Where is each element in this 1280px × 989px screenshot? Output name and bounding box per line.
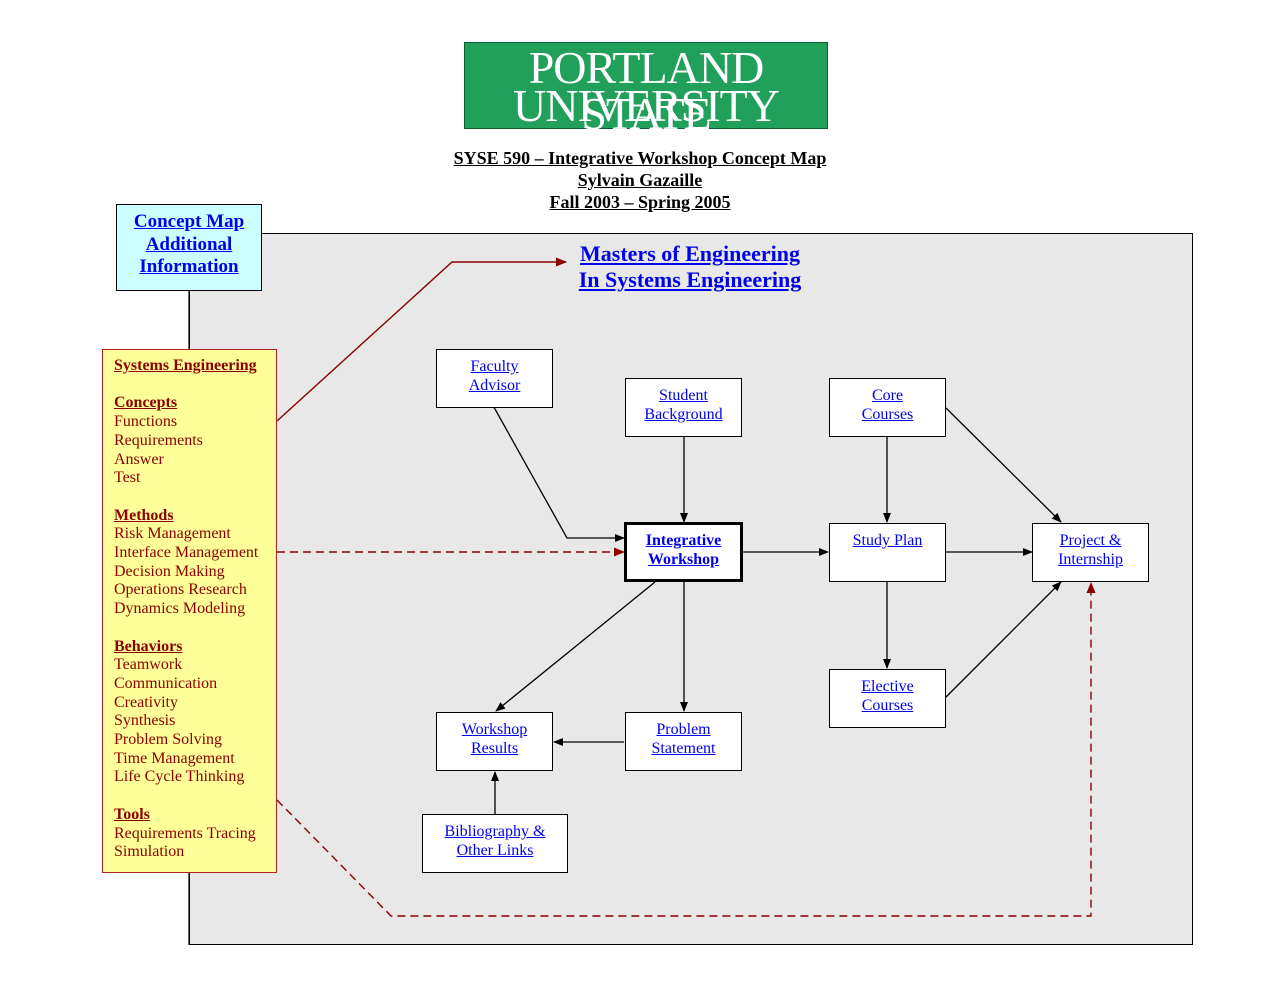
node-student-background[interactable]: Student Background	[625, 378, 742, 437]
se-concept-item: Test	[114, 469, 141, 487]
se-methods-heading: Methods	[114, 506, 174, 524]
logo-line-1: PORTLAND STATE	[528, 42, 765, 139]
se-method-item: Dynamics Modeling	[114, 600, 246, 618]
node-label: Workshop	[461, 721, 528, 738]
se-behavior-item: Time Management	[114, 749, 235, 767]
info-link-line-3[interactable]: Information	[139, 256, 239, 277]
node-label: Statement	[651, 740, 716, 757]
node-faculty-advisor[interactable]: Faculty Advisor	[436, 349, 553, 408]
node-label: Bibliography &	[444, 823, 546, 840]
node-label: Workshop	[647, 551, 720, 568]
systems-engineering-box: Systems Engineering Concepts Functions R…	[102, 349, 277, 873]
se-behavior-item: Problem Solving	[114, 731, 223, 749]
node-label: Study Plan	[852, 532, 923, 549]
node-label: Core	[871, 387, 904, 404]
info-link-line-1[interactable]: Concept Map	[133, 211, 245, 232]
se-behavior-item: Synthesis	[114, 712, 176, 730]
node-label: Elective	[861, 678, 914, 695]
edge-advisor-workshop	[487, 399, 625, 542]
node-study-plan[interactable]: Study Plan	[829, 523, 946, 582]
se-behaviors-heading: Behaviors	[114, 637, 183, 655]
node-workshop-results[interactable]: Workshop Results	[436, 712, 553, 771]
edge-se-to-project	[276, 582, 1096, 917]
se-method-item: Risk Management	[114, 525, 231, 543]
node-label: Internship	[1058, 551, 1123, 568]
logo-line-2: UNIVERSITY	[513, 80, 780, 131]
node-problem-statement[interactable]: Problem Statement	[625, 712, 742, 771]
se-method-item: Operations Research	[114, 581, 247, 599]
masters-link-line-2[interactable]: In Systems Engineering	[578, 267, 802, 292]
se-behavior-item: Teamwork	[114, 656, 183, 674]
node-label: Project &	[1059, 532, 1122, 549]
se-title: Systems Engineering	[114, 357, 257, 374]
se-method-item: Decision Making	[114, 562, 225, 580]
node-label: Courses	[861, 406, 914, 423]
node-label: Integrative	[645, 532, 722, 549]
se-tools-heading: Tools	[114, 805, 150, 823]
node-label: Problem	[656, 721, 711, 738]
node-label: Advisor	[468, 377, 521, 394]
node-project-internship[interactable]: Project & Internship	[1032, 523, 1149, 582]
concept-map-info-link[interactable]: Concept Map Additional Information	[116, 204, 262, 291]
node-label: Results	[470, 740, 519, 757]
node-label: Other Links	[456, 842, 534, 859]
node-elective-courses[interactable]: Elective Courses	[829, 669, 946, 728]
node-bibliography[interactable]: Bibliography & Other Links	[422, 814, 568, 873]
se-behavior-item: Communication	[114, 674, 218, 692]
node-integrative-workshop[interactable]: Integrative Workshop	[624, 522, 743, 582]
edge-workshop-results	[495, 581, 656, 712]
info-link-line-2[interactable]: Additional	[145, 233, 233, 255]
node-core-courses[interactable]: Core Courses	[829, 378, 946, 437]
edge-core-project	[945, 407, 1062, 523]
se-concepts-heading: Concepts	[114, 394, 178, 412]
se-concept-item: Answer	[114, 450, 164, 468]
se-behavior-item: Creativity	[114, 693, 178, 711]
se-method-item: Interface Management	[114, 544, 259, 561]
node-label: Faculty	[470, 358, 519, 375]
concept-map-panel	[189, 233, 1193, 945]
se-tool-item: Simulation	[114, 843, 185, 861]
se-tool-item: Requirements Tracing	[114, 824, 256, 842]
page-title: SYSE 590 – Integrative Workshop Concept …	[453, 148, 827, 168]
se-concept-item: Functions	[114, 413, 178, 431]
university-logo: PORTLAND STATE UNIVERSITY	[464, 42, 828, 137]
term-dates: Fall 2003 – Spring 2005	[549, 192, 731, 212]
node-label: Student	[659, 387, 708, 404]
edge-se-to-masters	[276, 257, 567, 422]
node-label: Courses	[861, 697, 914, 714]
edge-elective-project	[945, 581, 1062, 698]
masters-link-line-1[interactable]: Masters of Engineering	[580, 241, 800, 266]
node-label: Background	[644, 406, 723, 423]
se-concept-item: Requirements	[114, 431, 203, 449]
author-name: Sylvain Gazaille	[577, 170, 703, 190]
se-behavior-item: Life Cycle Thinking	[114, 768, 245, 786]
